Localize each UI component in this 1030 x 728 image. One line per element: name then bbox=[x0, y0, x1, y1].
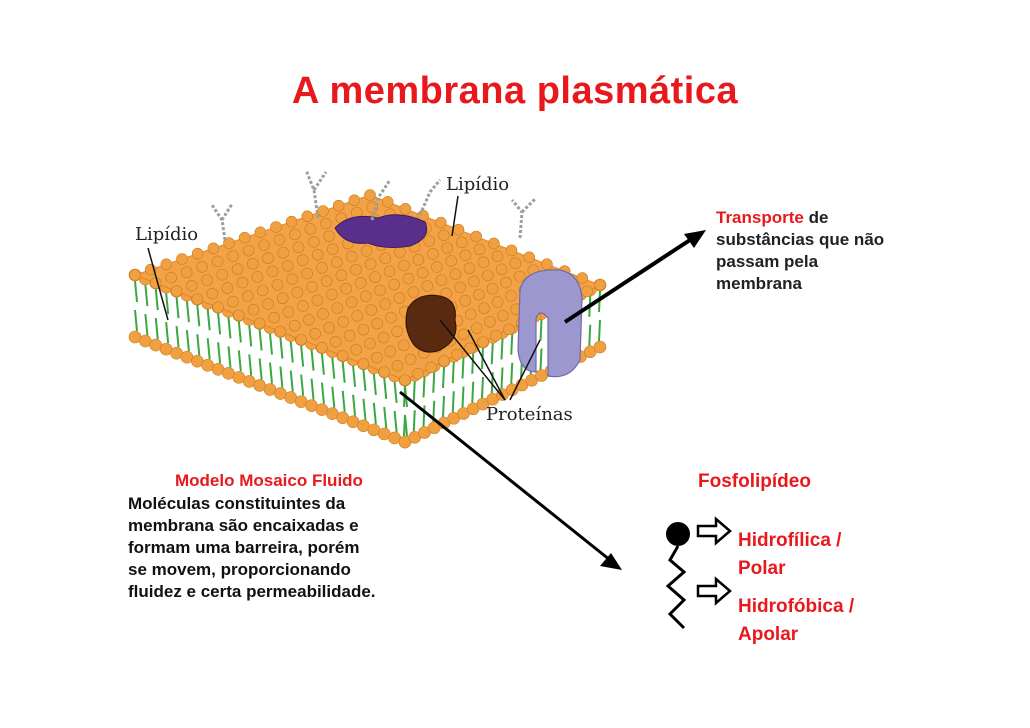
hydrophilic-line-2: Polar bbox=[738, 558, 786, 579]
transport-line-1: Transporte de bbox=[716, 207, 996, 229]
protein-pointer-3 bbox=[509, 339, 541, 401]
surface-protein bbox=[334, 214, 428, 248]
proteins-label: Proteínas bbox=[486, 404, 573, 425]
model-line: fluidez e certa permeabilidade. bbox=[128, 582, 376, 601]
transport-highlight: Transporte bbox=[716, 208, 804, 227]
lipid-label-left: Lipídio bbox=[135, 224, 199, 245]
model-line: formam uma barreira, porém bbox=[128, 538, 360, 557]
model-description: Moléculas constituintes da membrana são … bbox=[128, 493, 498, 603]
phospholipid-arrow bbox=[399, 390, 611, 562]
phospholipid-tail-icon bbox=[665, 545, 687, 630]
glycan-chains bbox=[210, 169, 538, 241]
hydrophilic-line-1: Hidrofílica / bbox=[738, 530, 842, 551]
lipid-label-top: Lipídio bbox=[446, 174, 510, 195]
channel-protein bbox=[517, 269, 583, 378]
transport-line-4: membrana bbox=[716, 274, 802, 293]
hydrophobic-label: Hidrofóbica / Apolar bbox=[738, 593, 854, 649]
phospholipid-arrowhead bbox=[600, 553, 622, 570]
model-line: membrana são encaixadas e bbox=[128, 516, 359, 535]
phospholipid-head-icon bbox=[666, 522, 690, 546]
lipid-top-pointer bbox=[451, 195, 459, 237]
model-title: Modelo Mosaico Fluido bbox=[175, 471, 363, 490]
hydrophobic-line-2: Apolar bbox=[738, 624, 799, 645]
page-title: A membrana plasmática bbox=[291, 70, 739, 112]
hydrophobic-arrow-icon bbox=[696, 576, 732, 606]
model-line: se movem, proporcionando bbox=[128, 560, 351, 579]
transport-line-2: substâncias que não bbox=[716, 230, 885, 249]
model-line: Moléculas constituintes da bbox=[128, 494, 346, 513]
transport-line-3: passam pela bbox=[716, 252, 819, 271]
transport-arrow bbox=[563, 236, 695, 324]
hydrophilic-label: Hidrofílica / Polar bbox=[738, 527, 841, 583]
protein-pointer-2 bbox=[467, 329, 506, 401]
phospholipid-title: Fosfolipídeo bbox=[698, 471, 811, 492]
top-surface-heads bbox=[129, 189, 606, 386]
lipid-left-pointer bbox=[147, 247, 169, 321]
transport-arrowhead bbox=[684, 230, 706, 248]
protein-pointer-1 bbox=[439, 319, 506, 401]
hydrophobic-line-1: Hidrofóbica / bbox=[738, 596, 855, 617]
transport-description: Transporte de substâncias que não passam… bbox=[716, 207, 996, 295]
carrier-protein bbox=[405, 294, 457, 353]
transport-line-1-rest: de bbox=[803, 208, 829, 227]
hydrophilic-arrow-icon bbox=[696, 516, 732, 546]
